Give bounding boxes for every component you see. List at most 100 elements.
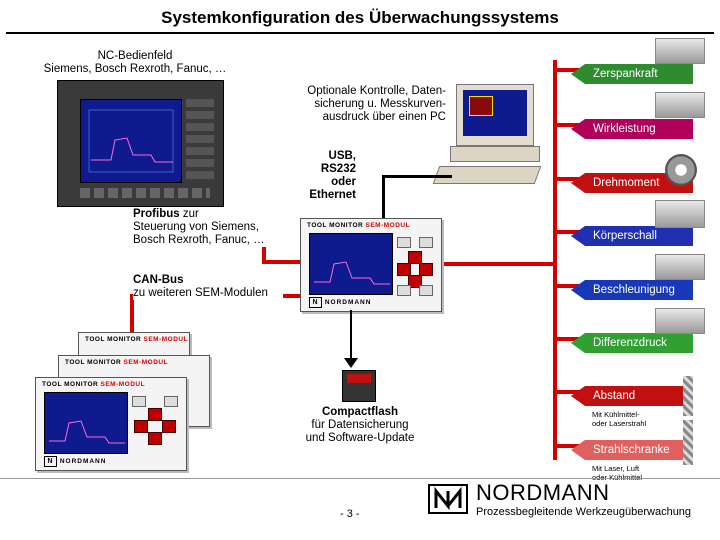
stack-key-down[interactable] [148, 432, 162, 445]
pc-note-line1: Optionale Kontrolle, Daten- [307, 85, 446, 97]
usb-connection-line [382, 175, 385, 220]
usb-note-line4: Ethernet [309, 189, 356, 201]
nc-panel-device [57, 80, 224, 207]
canbus-note: CAN-Bus zu weiteren SEM-Modulen [133, 274, 283, 300]
stack-key-right[interactable] [162, 420, 176, 433]
page-title: Systemkonfiguration des Überwachungssyst… [161, 8, 559, 27]
pc-note: Optionale Kontrolle, Daten- sicherung u.… [296, 85, 446, 124]
strahlschranke-text: Strahlschranke [593, 444, 670, 456]
bus-branch-1 [553, 68, 583, 72]
usb-note-line3: oder [331, 176, 356, 188]
beschleunigung-text: Beschleunigung [593, 284, 675, 296]
drill-tool-icon-2 [683, 420, 693, 465]
strahl-sublabel-2: oder Kühlmittel [592, 473, 642, 482]
profibus-label: Profibus [133, 208, 180, 220]
footer-line [0, 478, 720, 479]
title-divider [6, 32, 714, 34]
nc-panel-keys-bottom [80, 188, 210, 198]
nordmann-logo-mark [434, 486, 462, 511]
pc-screen [463, 90, 527, 136]
stack-1-brand-black: TOOL MONITOR [85, 336, 142, 343]
stack-key-left[interactable] [134, 420, 148, 433]
stack-key-1[interactable] [132, 396, 146, 407]
force-sensor-icon [655, 38, 705, 64]
pc-computer [432, 80, 546, 190]
sem-module-main: TOOL MONITOR SEM-MODUL N NORDMANN [300, 218, 442, 312]
sem-key-down[interactable] [408, 275, 422, 288]
sensor-label-abstand: Abstand [571, 386, 693, 406]
compactflash-line2: für Datensicherung [311, 419, 409, 431]
sem-key-1[interactable] [397, 237, 411, 248]
torque-sensor-icon [665, 154, 697, 186]
sensor-label-zerspankraft: Zerspankraft [571, 64, 693, 84]
sem-stack-1-header: TOOL MONITOR SEM-MODUL [85, 336, 188, 343]
compactflash-arrow-icon [344, 358, 358, 368]
stack-key-2[interactable] [164, 396, 178, 407]
stack-2-brand-black: TOOL MONITOR [65, 359, 122, 366]
sem-key-right[interactable] [419, 263, 433, 276]
abstand-text: Abstand [593, 390, 636, 402]
profibus-line2: Steuerung von Siemens, [133, 221, 259, 233]
compactflash-label-strip [347, 374, 371, 383]
sensor-label-koerperschall: Körperschall [571, 226, 693, 246]
sem-stack-2-header: TOOL MONITOR SEM-MODUL [65, 359, 168, 366]
profibus-line3: Bosch Rexroth, Fanuc, … [133, 234, 265, 246]
stack-1-brand-red: SEM-MODUL [143, 336, 189, 343]
canbus-line2: zu weiteren SEM-Modulen [133, 287, 268, 299]
sem-key-left[interactable] [397, 263, 411, 276]
usb-note-line1: USB, [328, 150, 356, 162]
nc-panel-screen [80, 99, 182, 183]
compactflash-card [342, 370, 376, 402]
pc-monitor [456, 84, 534, 146]
stack-footer-logo: N NORDMANN [44, 456, 106, 467]
sem-module-main-header: TOOL MONITOR SEM-MODUL [307, 222, 410, 229]
company-tagline: Prozessbegleitende Werkzeugüberwachung [476, 506, 692, 518]
profibus-note: Profibus zur Steuerung von Siemens, Bosc… [133, 208, 283, 247]
sem-curve-icon [314, 261, 390, 285]
sem-key-3[interactable] [397, 285, 411, 296]
sem-module-main-screen [309, 233, 393, 295]
differenzdruck-text: Differenzdruck [593, 337, 667, 349]
pc-screen-window [469, 96, 493, 116]
nordmann-small-icon: N [309, 297, 322, 308]
sem-key-4[interactable] [419, 285, 433, 296]
bus-branch-3 [553, 177, 583, 181]
stack-3-brand-black: TOOL MONITOR [42, 381, 99, 388]
brand-red-text: SEM-MODUL [365, 222, 411, 229]
sem-stack-3-header: TOOL MONITOR SEM-MODUL [42, 381, 145, 388]
usb-connection-line-h [382, 175, 452, 178]
company-name: NORDMANN [476, 480, 610, 505]
sem-key-2[interactable] [419, 237, 433, 248]
bus-branch-2 [553, 123, 583, 127]
nordmann-logo-icon [428, 484, 468, 514]
sensor-label-differenzdruck: Differenzdruck [571, 333, 693, 353]
sem-key-up[interactable] [408, 251, 422, 264]
main-bus-line [553, 60, 557, 460]
stack-3-brand-red: SEM-MODUL [100, 381, 146, 388]
pc-note-line2: sicherung u. Messkurven- [314, 98, 446, 110]
nc-panel-line2: Siemens, Bosch Rexroth, Fanuc, … [43, 63, 227, 75]
sem-module-stack-3: TOOL MONITOR SEM-MODUL N NORDMANN [35, 377, 187, 471]
profibus-line1-rest: zur [179, 208, 199, 220]
abstand-sublabel-1: Mit Kühlmittel- [592, 410, 640, 419]
stack-key-up[interactable] [148, 408, 162, 421]
compactflash-note: Compactflash für Datensicherung und Soft… [290, 406, 430, 445]
page-number: - 3 - [340, 508, 360, 520]
sensor-label-strahlschranke: Strahlschranke [571, 440, 693, 460]
koerperschall-text: Körperschall [593, 230, 657, 242]
device-to-bus-line [440, 262, 555, 266]
compactflash-label: Compactflash [321, 406, 399, 418]
sensor-label-beschleunigung: Beschleunigung [571, 280, 693, 300]
abstand-sublabel-2: oder Laserstrahl [592, 419, 647, 428]
stack-footer-brand: NORDMANN [59, 458, 107, 465]
nc-curve-icon [88, 109, 174, 173]
drehmoment-text: Drehmoment [593, 177, 660, 189]
brand-black-text: TOOL MONITOR [307, 222, 364, 229]
bus-branch-7 [553, 390, 583, 394]
usb-note: USB, RS232 oder Ethernet [270, 150, 356, 202]
pc-note-line3: ausdruck über einen PC [322, 111, 446, 123]
bus-branch-4 [553, 230, 583, 234]
bus-branch-8 [553, 444, 583, 448]
drill-tool-icon-1 [683, 376, 693, 416]
zerspankraft-text: Zerspankraft [593, 68, 658, 80]
